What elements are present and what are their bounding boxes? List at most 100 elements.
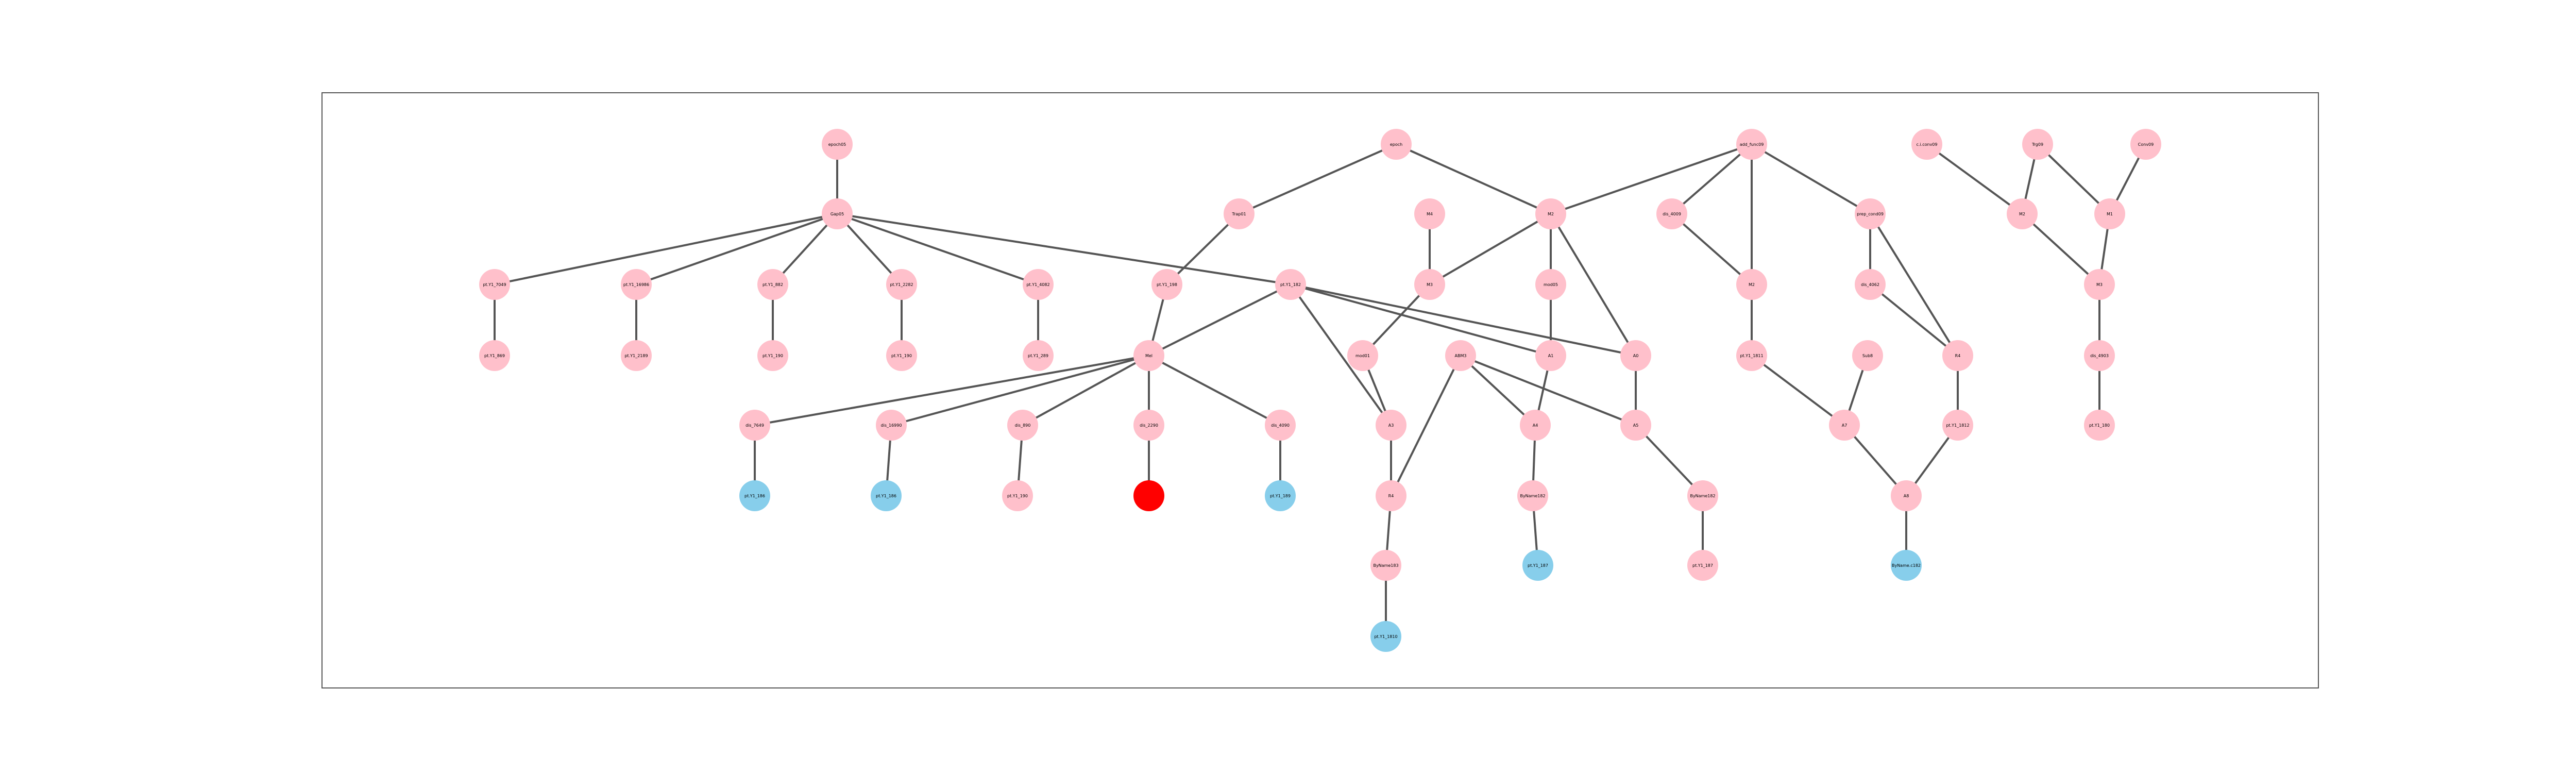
node-circle: [2084, 340, 2115, 371]
edge-r3g-r4j: [1290, 283, 1636, 357]
graph-node: [1133, 480, 1164, 511]
node-label: pt.Y1_198: [1157, 282, 1177, 287]
graph-node: M4: [1414, 198, 1445, 229]
node-label: M1: [2107, 212, 2113, 216]
edge-r4f-r5c: [1022, 355, 1149, 426]
edge-r2d-r4j: [1550, 213, 1637, 357]
edge-r2a-r3c: [772, 213, 838, 285]
graph-node: pt.Y1_182: [1275, 269, 1306, 300]
graph-node: pt.Y1_4082: [1023, 269, 1054, 300]
node-label: ByName.c182: [1892, 563, 1921, 568]
node-circle: [757, 269, 788, 300]
node-circle: [2084, 269, 2115, 300]
graph-node: ByName182: [1687, 480, 1718, 511]
node-circle: [1023, 340, 1054, 371]
node-circle: [1687, 550, 1718, 581]
node-label: M3: [1427, 282, 1433, 287]
node-label: dis_4090: [1271, 423, 1290, 428]
edge-r3g-r4f: [1148, 283, 1291, 357]
graph-node: pt.Y1_2189: [621, 340, 652, 371]
node-circle: [1381, 129, 1412, 160]
node-circle: [1133, 480, 1164, 511]
node-label: A5: [1633, 423, 1639, 428]
node-label: mod05: [1544, 282, 1558, 287]
edge-r4k-r5i: [1751, 355, 1845, 426]
node-label: mod01: [1355, 354, 1370, 358]
node-circle: [479, 340, 510, 371]
node-label: dis_890: [1015, 423, 1031, 428]
edge-r2a-r3a: [494, 213, 838, 285]
graph-node: Mel: [1133, 340, 1164, 371]
edge-r1b-r2b: [1239, 143, 1397, 215]
graph-node: ByName182: [1517, 480, 1548, 511]
edge-r2d-r3h: [1429, 213, 1552, 285]
edge-r1e-r2h: [2037, 143, 2111, 215]
graph-node: c.i.conv09: [1911, 129, 1942, 160]
node-circle: [822, 129, 853, 160]
graph-node: mod01: [1347, 340, 1378, 371]
graph-node: R4: [1942, 340, 1973, 371]
node-label: pt.Y1_182: [1280, 282, 1301, 287]
node-label: pt.Y1_1812: [1946, 423, 1969, 428]
node-circle: [1151, 269, 1182, 300]
graph-node: pt.Y1_190: [1002, 480, 1033, 511]
node-circle: [1265, 410, 1296, 441]
node-circle: [1855, 269, 1886, 300]
node-circle: [876, 410, 907, 441]
node-label: A1: [1548, 354, 1554, 358]
graph-node: A1: [1535, 340, 1566, 371]
graph-node: dis_16990: [876, 410, 907, 441]
graph-node: add_func09: [1736, 129, 1767, 160]
node-label: add_func09: [1740, 142, 1764, 147]
node-label: R4: [1955, 354, 1961, 358]
graph-node: ByName.c182: [1891, 550, 1922, 581]
plot-frame: [321, 92, 2319, 688]
graph-node: ABM3: [1445, 340, 1476, 371]
graph-node: A7: [1829, 410, 1860, 441]
edge-r2b-r3f: [1166, 213, 1240, 285]
node-label: M2: [2019, 212, 2025, 216]
node-label: pt.Y1_869: [484, 354, 505, 358]
node-label: ByName182: [1520, 494, 1545, 498]
node-circle: [1855, 198, 1886, 229]
graph-node: Gap05: [822, 198, 853, 229]
node-circle: [1370, 550, 1401, 581]
graph-node: epoch: [1381, 129, 1412, 160]
node-circle: [1620, 340, 1651, 371]
node-circle: [1133, 410, 1164, 441]
node-label: Conv09: [2138, 142, 2154, 147]
node-circle: [1370, 621, 1401, 652]
graph-node: pt.Y1_2282: [886, 269, 917, 300]
graph-node: M2: [1535, 198, 1566, 229]
node-circle: [1376, 480, 1406, 511]
node-label: pt.Y1_187: [1692, 563, 1713, 568]
graph-node: dis_7649: [739, 410, 770, 441]
node-label: epoch05: [828, 142, 846, 147]
graph-node: pt.Y1_1811: [1736, 340, 1767, 371]
node-label: pt.Y1_187: [1528, 563, 1548, 568]
graph-node: A8: [1891, 480, 1922, 511]
node-circle: [2094, 198, 2125, 229]
edge-r2a-r3g: [837, 213, 1291, 285]
graph-node: ByName183: [1370, 550, 1401, 581]
node-label: pt.Y1_882: [762, 282, 783, 287]
edge-r2a-r3d: [836, 213, 903, 285]
node-circle: [1347, 340, 1378, 371]
node-circle: [1133, 340, 1164, 371]
node-circle: [1275, 269, 1306, 300]
node-label: R4: [1388, 494, 1394, 498]
node-circle: [822, 198, 853, 229]
edge-r1c-r2e: [1671, 143, 1753, 215]
node-circle: [1535, 340, 1566, 371]
graph-node: pt.Y1_1810: [1370, 621, 1401, 652]
node-label: pt.Y1_189: [1270, 494, 1291, 498]
graph-node: M3: [1414, 269, 1445, 300]
node-circle: [621, 269, 652, 300]
graph-node: pt.Y1_869: [479, 340, 510, 371]
node-label: pt.Y1_4082: [1026, 282, 1049, 287]
node-circle: [1002, 480, 1033, 511]
edge-r4h-r6f: [1390, 355, 1462, 496]
graph-node: A3: [1376, 410, 1406, 441]
